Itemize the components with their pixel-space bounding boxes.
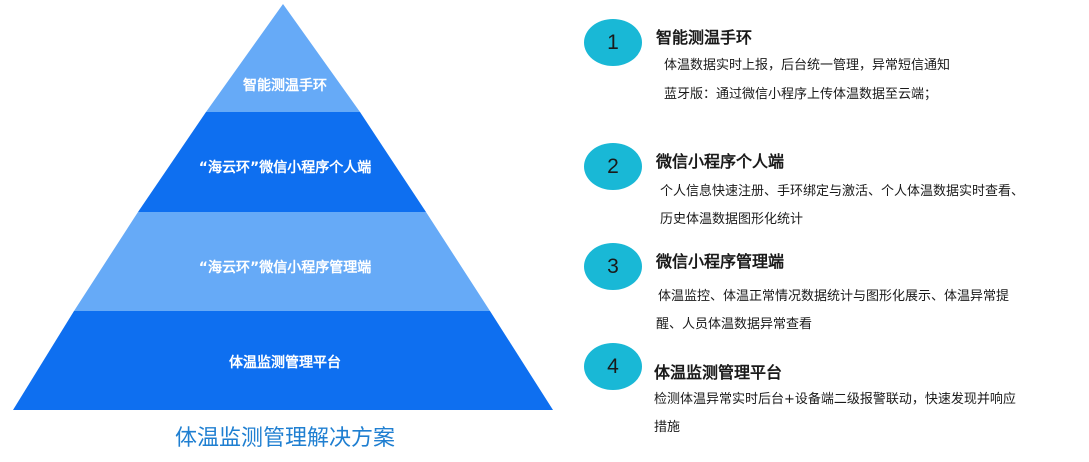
- item-description-line: 体温监控、体温正常情况数据统计与图形化展示、体温异常提: [658, 289, 1010, 304]
- feature-item-1: 1 智能测温手环 体温数据实时上报，后台统一管理，异常短信通知 蓝牙版：通过微信…: [584, 19, 1084, 104]
- item-title: 智能测温手环: [656, 28, 753, 47]
- item-description-line: 措施: [654, 420, 681, 435]
- item-description-line: 醒、人员体温数据异常查看: [656, 317, 813, 332]
- diagram-caption: 体温监测管理解决方案: [174, 426, 395, 451]
- pyramid-layer-3: [74, 212, 490, 311]
- pyramid-layer-1: [206, 4, 360, 112]
- pyramid-layer-2-label: “海云环”微信小程序个人端: [198, 160, 372, 176]
- number-badge: 4: [584, 343, 642, 390]
- item-description-line: 体温数据实时上报，后台统一管理，异常短信通知: [664, 58, 951, 73]
- number-badge: 3: [584, 243, 642, 290]
- item-description-line: 检测体温异常实时后台+设备端二级报警联动，快速发现并响应: [654, 392, 1016, 407]
- pyramid-layer-1-label: 智能测温手环: [243, 78, 327, 94]
- feature-item-2: 2 微信小程序个人端 个人信息快速注册、手环绑定与激活、个人体温数据实时查看、 …: [584, 143, 1084, 228]
- pyramid-layer-4: [13, 311, 553, 410]
- item-title: 体温监测管理平台: [654, 363, 783, 382]
- pyramid-layer-3-label: “海云环”微信小程序管理端: [198, 260, 372, 276]
- feature-item-3: 3 微信小程序管理端 体温监控、体温正常情况数据统计与图形化展示、体温异常提 醒…: [584, 243, 1084, 332]
- item-description-line: 历史体温数据图形化统计: [660, 212, 804, 227]
- pyramid-layer-2: [138, 112, 426, 212]
- item-description-line: 蓝牙版：通过微信小程序上传体温数据至云端；: [664, 87, 938, 102]
- feature-item-4: 4 体温监测管理平台 检测体温异常实时后台+设备端二级报警联动，快速发现并响应 …: [584, 343, 1084, 438]
- item-title: 微信小程序个人端: [656, 152, 785, 171]
- item-description-line: 个人信息快速注册、手环绑定与激活、个人体温数据实时查看、: [660, 184, 1025, 199]
- number-badge: 2: [584, 143, 642, 190]
- pyramid-layer-4-label: 体温监测管理平台: [229, 355, 341, 371]
- number-badge: 1: [584, 19, 642, 66]
- item-title: 微信小程序管理端: [656, 252, 785, 271]
- pyramid-diagram: [13, 4, 553, 410]
